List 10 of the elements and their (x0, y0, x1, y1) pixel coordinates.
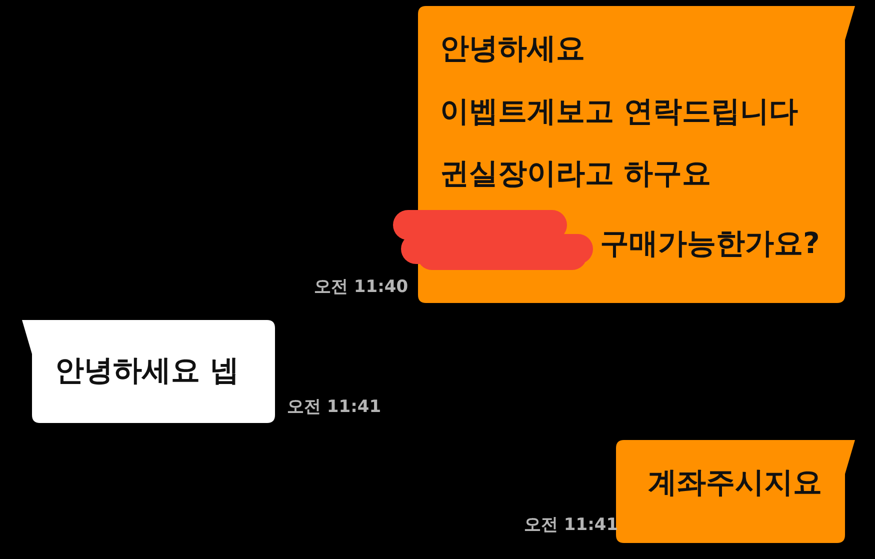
message-text: 안녕하세요 (440, 30, 585, 66)
message-text: 구매가능한가요? (600, 225, 820, 261)
message-text: 안녕하세요 넵 (55, 352, 240, 388)
message-text: 이벱트게보고 연락드립니다 (440, 93, 798, 129)
chat-bubble (616, 440, 855, 543)
chat-bubble (22, 320, 275, 423)
timestamp: 오전 11:41 (287, 397, 382, 417)
message-text: 귄실장이라고 하구요 (440, 155, 712, 191)
message-text: 계좌주시지요 (648, 464, 822, 500)
timestamp: 오전 11:40 (314, 277, 408, 297)
